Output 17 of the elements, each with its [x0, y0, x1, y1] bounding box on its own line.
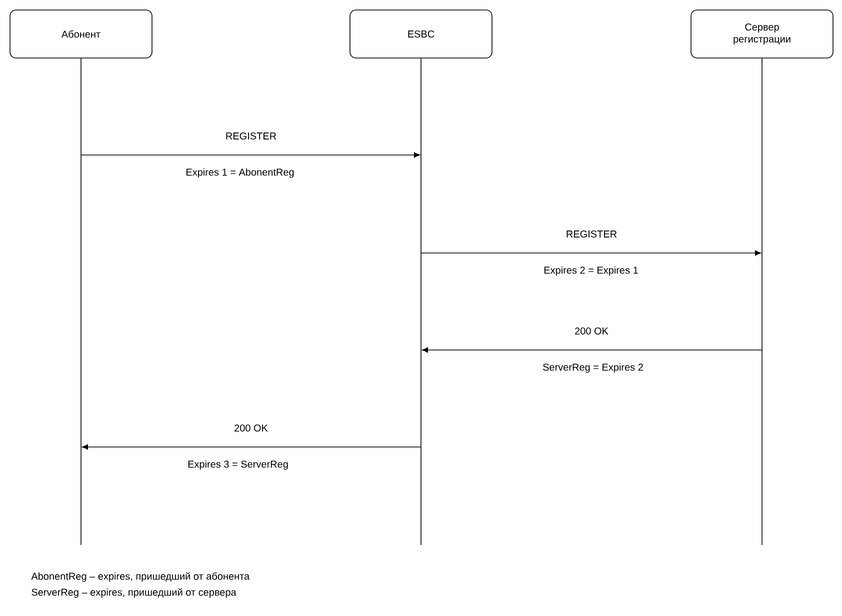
footnote: ServerReg – expires, пришедший от сервера	[32, 588, 236, 598]
message-arrow	[420, 250, 761, 256]
message-arrow	[82, 444, 422, 450]
message-note: Expires 2 = Expires 1	[544, 266, 638, 276]
message-note: ServerReg = Expires 2	[543, 363, 643, 373]
message-arrow	[80, 152, 420, 158]
message-arrow	[422, 347, 762, 353]
footnote: AbonentReg – expires, пришедший от абонента	[31, 572, 250, 582]
participant-box: Абонент	[10, 10, 152, 58]
participant-box: Сервер регистрации	[690, 10, 834, 58]
participant-box: ESBC	[350, 10, 492, 58]
edge-label: REGISTER	[224, 131, 278, 141]
edge-label: 200 OK	[574, 326, 610, 336]
edge-label: 200 OK	[233, 423, 269, 433]
message-note: Expires 1 = AbonentReg	[186, 168, 294, 178]
message-note: Expires 3 = ServerReg	[188, 460, 288, 470]
edge-label: REGISTER	[564, 229, 618, 239]
